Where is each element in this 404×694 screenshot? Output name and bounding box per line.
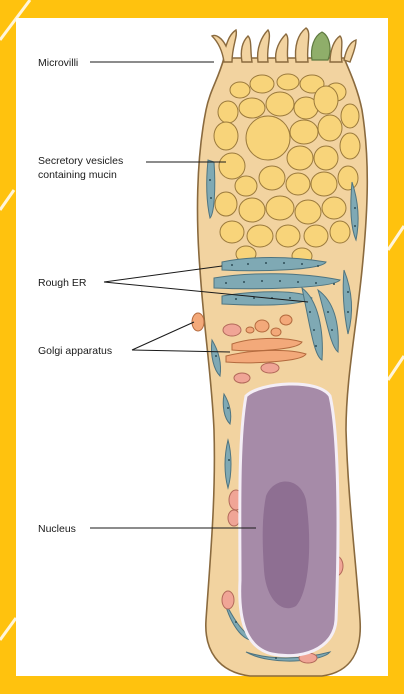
label-secretory-vesicles: Secretory vesicles xyxy=(38,155,123,167)
label-nucleus: Nucleus xyxy=(38,523,76,535)
label-rough-er: Rough ER xyxy=(38,277,87,289)
nucleolus xyxy=(263,481,310,608)
label-golgi-apparatus: Golgi apparatus xyxy=(38,345,112,357)
label-microvilli: Microvilli xyxy=(38,57,78,69)
label-containing-mucin: containing mucin xyxy=(38,169,117,181)
